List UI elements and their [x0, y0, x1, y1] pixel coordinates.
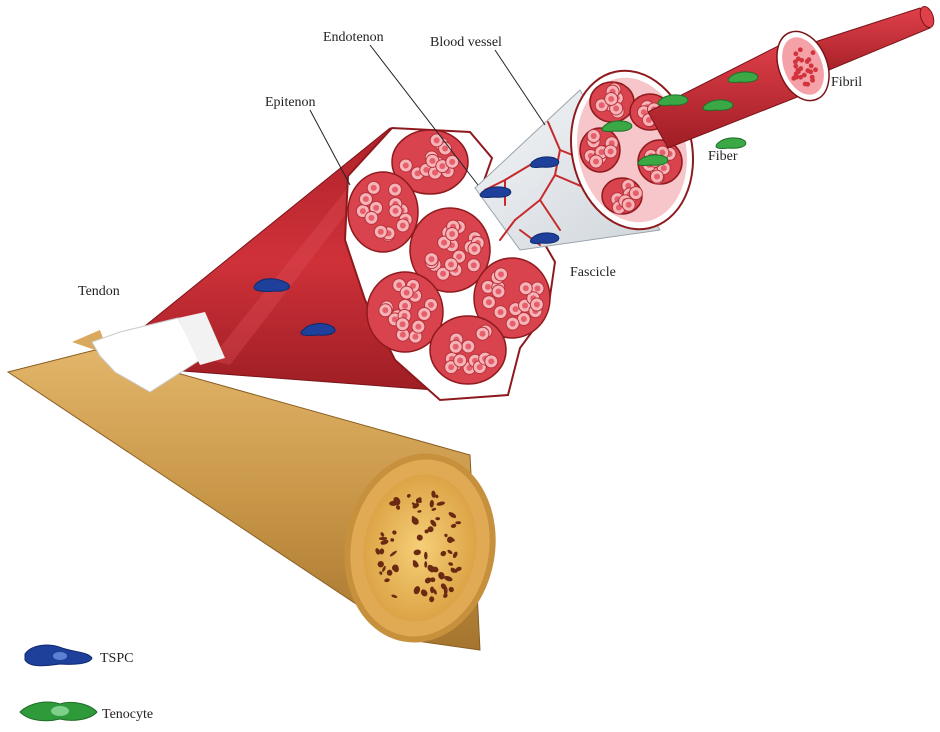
bone — [6, 330, 496, 651]
legend-tenocyte-label: Tenocyte — [102, 707, 153, 722]
label-fiber: Fiber — [708, 149, 738, 164]
fascicle-cross-section — [343, 126, 557, 402]
label-fibril: Fibril — [831, 75, 862, 90]
fiber-sheath — [474, 69, 695, 251]
legend-tspc-label: TSPC — [100, 651, 133, 666]
leader-lines — [309, 44, 546, 186]
label-endotenon: Endotenon — [323, 30, 384, 45]
tenocyte-cell-icon — [19, 701, 98, 722]
label-epitenon: Epitenon — [265, 95, 316, 110]
fibril — [647, 5, 935, 149]
label-tendon: Tendon — [78, 284, 120, 299]
tenocyte-cells — [601, 71, 759, 166]
legend: TSPC Tenocyte — [19, 644, 153, 722]
fibril-cross-section-dots — [791, 47, 818, 87]
tspc-cells — [253, 156, 560, 336]
fascicle-bundles — [347, 129, 551, 385]
tspc-cell-icon — [24, 644, 93, 667]
label-fascicle: Fascicle — [570, 265, 616, 280]
label-blood-vessel: Blood vessel — [430, 35, 502, 50]
bone-marrow-pores — [375, 490, 462, 603]
